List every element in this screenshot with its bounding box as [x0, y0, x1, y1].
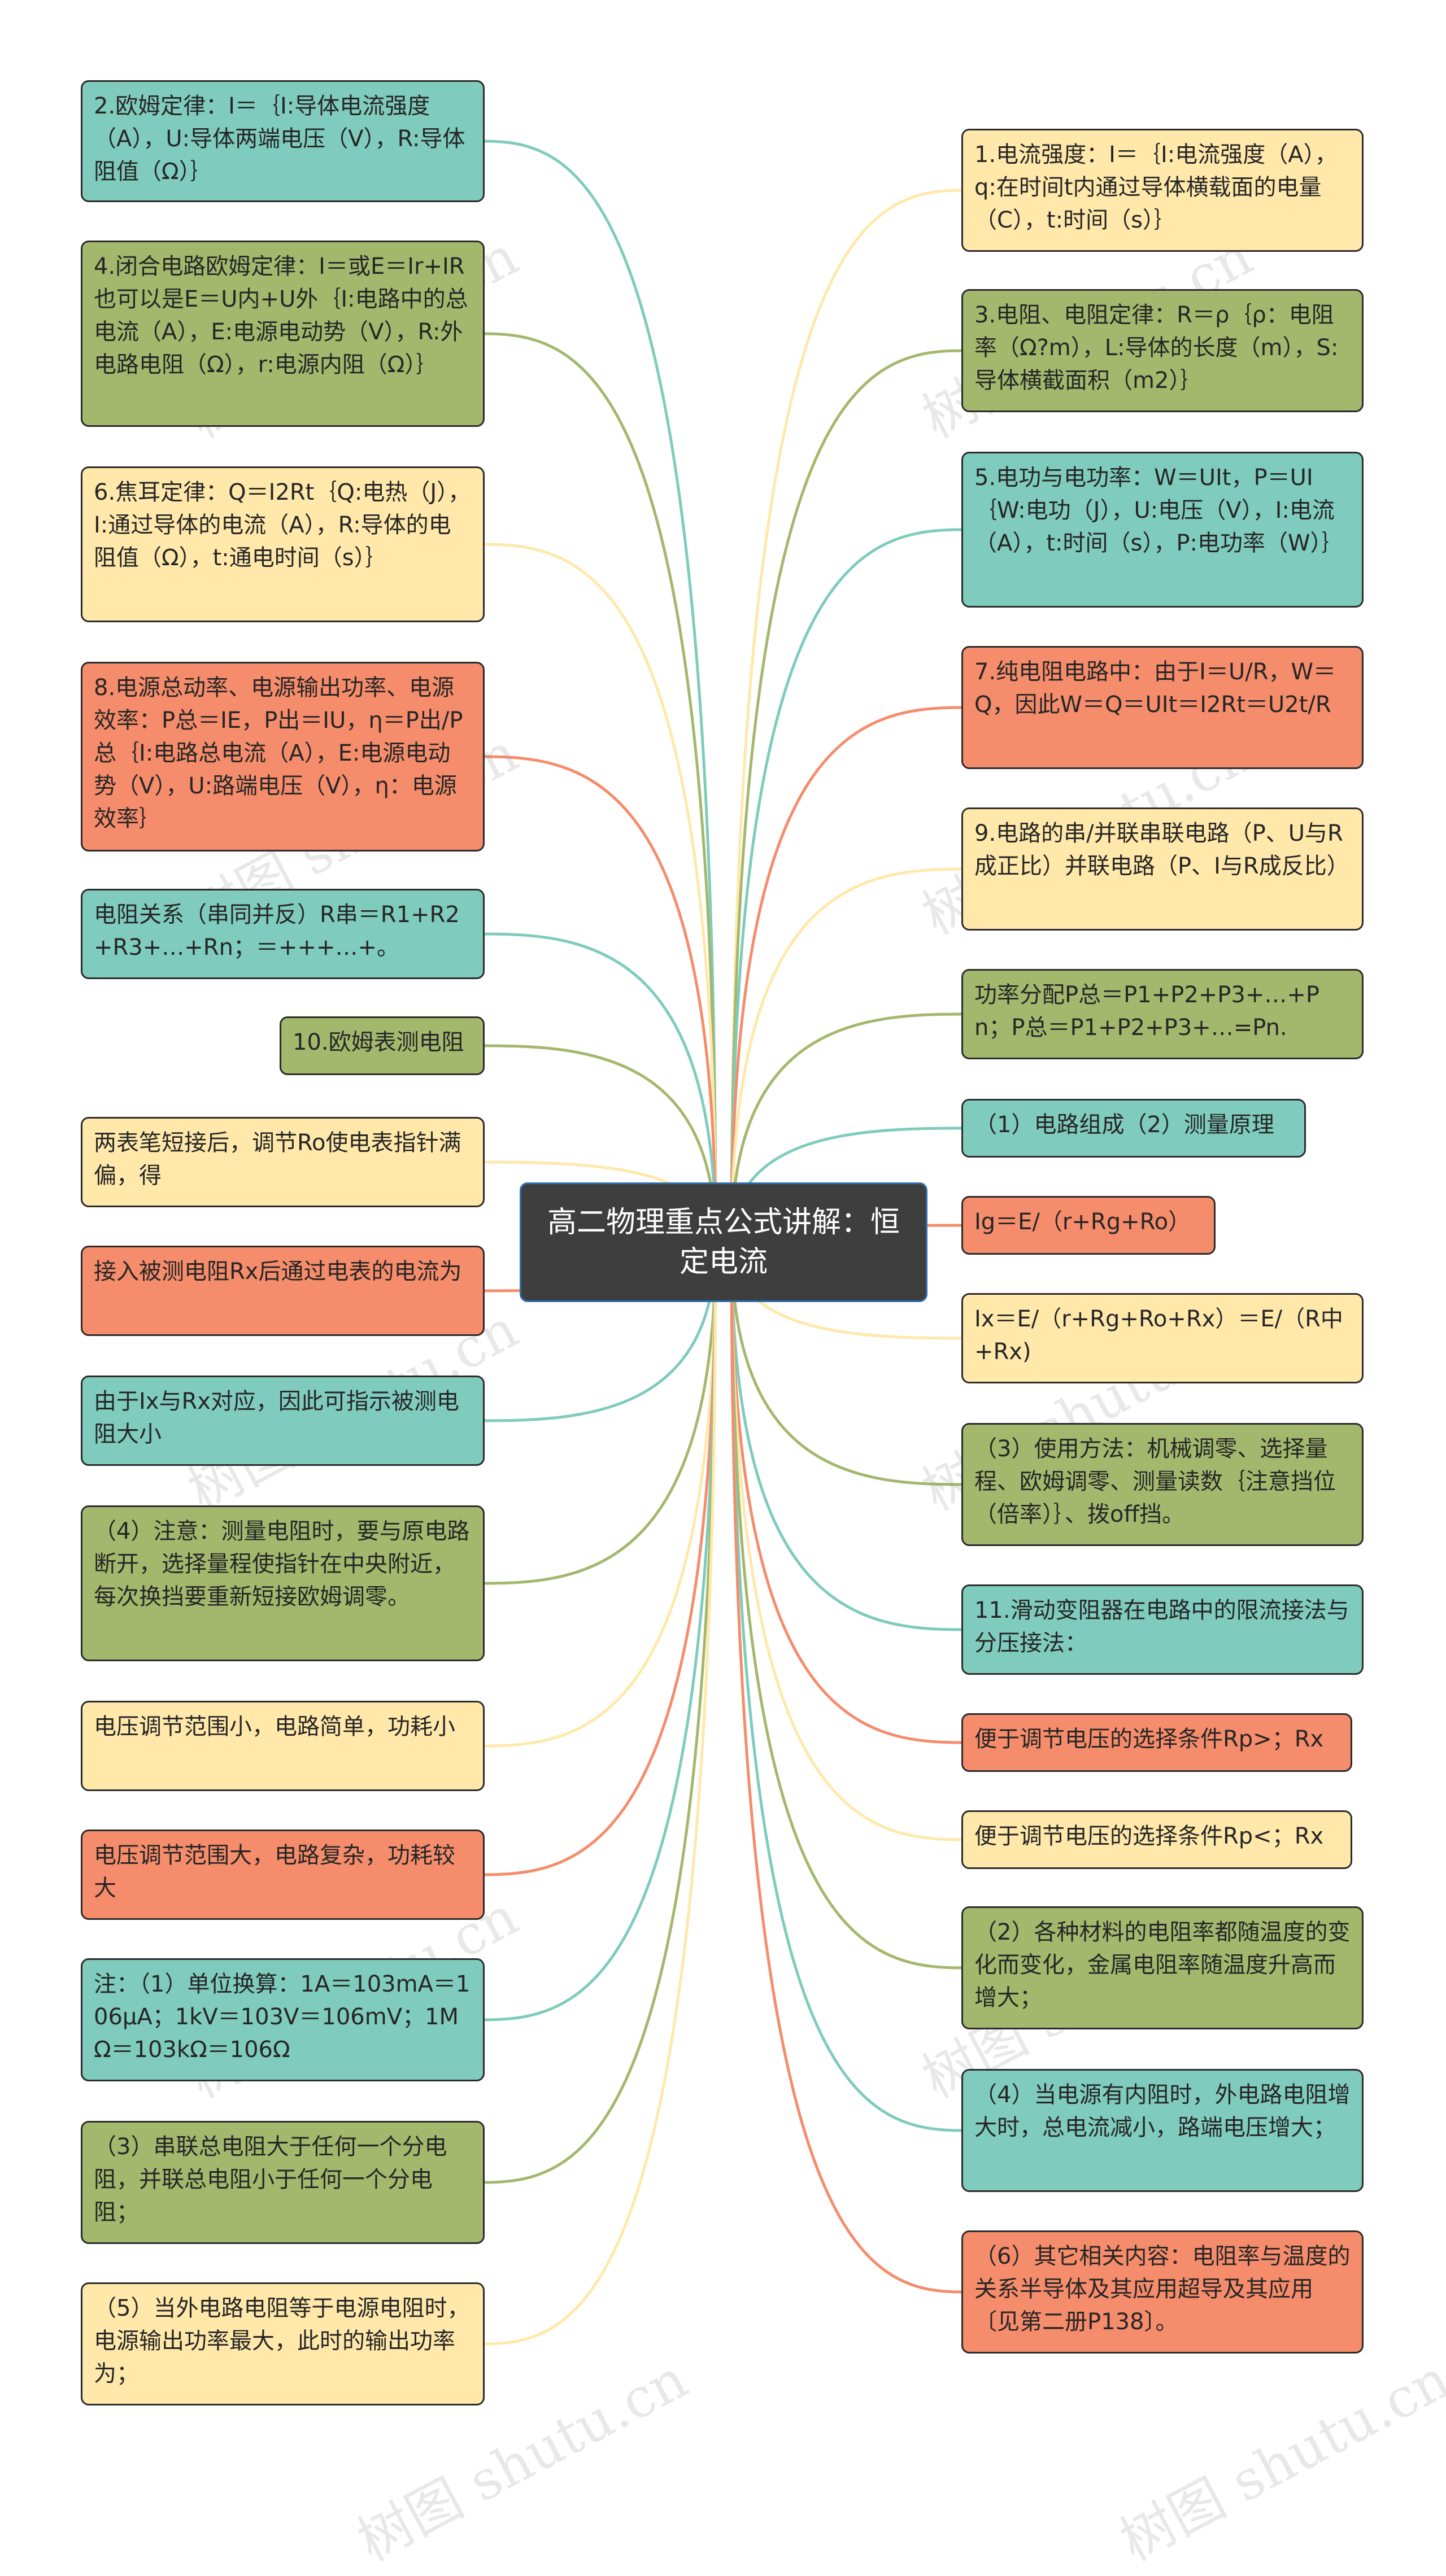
connector-line — [730, 706, 962, 1243]
right-node-pure-resistance[interactable]: 7.纯电阻电路中：由于I＝U/R，W＝Q，因此W＝Q＝UIt＝I2Rt＝U2t/… — [961, 646, 1364, 769]
left-node-ohms-law[interactable]: 2.欧姆定律：I＝｛I:导体电流强度（A），U:导体两端电压（V），R:导体阻值… — [81, 80, 485, 202]
mind-map: 树图 shutu.cn 树图 shutu.cn 树图 shutu.cn 树图 s… — [81, 80, 1446, 2573]
left-node-power-efficiency[interactable]: 8.电源总动率、电源输出功率、电源效率：P总＝IE，P出＝IU，η＝P出/P总｛… — [81, 662, 485, 852]
left-node-measured-current[interactable]: 接入被测电阻Rx后通过电表的电流为 — [81, 1246, 485, 1336]
right-node-circuit-composition[interactable]: （1）电路组成（2）测量原理 — [961, 1099, 1306, 1158]
left-node-ohmmeter[interactable]: 10.欧姆表测电阻 — [280, 1016, 485, 1075]
connector-line — [484, 1242, 717, 1585]
right-node-condition-less[interactable]: 便于调节电压的选择条件Rp<；Rx — [961, 1810, 1352, 1869]
connector-line — [484, 1242, 717, 1422]
left-node-unit-conversion[interactable]: 注：（1）单位换算：1A＝103mA＝106μA；1kV＝103V＝106mV；… — [81, 1958, 485, 2081]
right-node-electric-work-power[interactable]: 5.电功与电功率：W＝UIt，P＝UI｛W:电功（J），U:电压（V），I:电流… — [961, 452, 1364, 608]
right-node-ix-formula[interactable]: Ix＝E/（r+Rg+Ro+Rx）＝E/（R中+Rx) — [961, 1293, 1364, 1383]
connector-line — [730, 1012, 962, 1243]
connector-line — [730, 189, 962, 1243]
left-node-ohmmeter-notes[interactable]: （4）注意：测量电阻时，要与原电路断开，选择量程使指针在中央附近，每次换挡要重新… — [81, 1505, 485, 1661]
left-node-series-parallel[interactable]: （3）串联总电阻大于任何一个分电阻，并联总电阻小于任何一个分电阻； — [81, 2121, 485, 2244]
right-node-power-distribution[interactable]: 功率分配P总＝P1+P2+P3+…+Pn；P总＝P1+P2+P3+…=Pn. — [961, 969, 1364, 1059]
right-node-resistance-law[interactable]: 3.电阻、电阻定律：R＝ρ｛ρ：电阻率（Ω?m），L:导体的长度（m），S:导体… — [961, 289, 1364, 412]
right-node-resistivity-temperature[interactable]: （2）各种材料的电阻率都随温度的变化而变化，金属电阻率随温度升高而增大； — [961, 1906, 1364, 2029]
right-node-series-parallel-circuit[interactable]: 9.电路的串/并联串联电路（P、U与R成正比）并联电路（P、I与R成反比） — [961, 807, 1364, 931]
left-node-max-output-power[interactable]: （5）当外电路电阻等于电源电阻时，电源输出功率最大，此时的输出功率为； — [81, 2282, 485, 2405]
connector-line — [730, 867, 962, 1243]
right-node-condition-greater[interactable]: 便于调节电压的选择条件Rp>；Rx — [961, 1713, 1352, 1772]
connector-line — [730, 1242, 962, 1841]
connector-line — [730, 1242, 962, 1486]
central-topic[interactable]: 高二物理重点公式讲解：恒定电流 — [520, 1182, 927, 1302]
left-node-limiting-connection[interactable]: 电压调节范围小，电路简单，功耗小 — [81, 1701, 485, 1791]
connector-line — [484, 139, 717, 1243]
left-node-divider-connection[interactable]: 电压调节范围大，电路复杂，功耗较大 — [81, 1830, 485, 1920]
connector-line — [484, 932, 717, 1243]
right-node-internal-resistance[interactable]: （4）当电源有内阻时，外电路电阻增大时，总电流减小，路端电压增大； — [961, 2069, 1364, 2192]
right-node-rheostat-connections[interactable]: 11.滑动变阻器在电路中的限流接法与分压接法： — [961, 1584, 1364, 1675]
connector-line — [484, 1242, 717, 2021]
right-node-ig-formula[interactable]: Ig＝E/（r+Rg+Ro） — [961, 1196, 1216, 1255]
right-node-other-content[interactable]: （6）其它相关内容：电阻率与温度的关系半导体及其应用超导及其应用〔见第二册P13… — [961, 2230, 1364, 2354]
connector-line — [484, 1044, 717, 1243]
connector-line — [484, 1242, 717, 1876]
connector-line — [484, 543, 717, 1243]
left-node-short-probes[interactable]: 两表笔短接后，调节Ro使电表指针满偏，得 — [81, 1117, 485, 1207]
right-node-current-intensity[interactable]: 1.电流强度：I＝｛I:电流强度（A），q:在时间t内通过导体横载面的电量（C）… — [961, 129, 1364, 252]
connector-line — [730, 1242, 962, 2294]
left-node-resistance-relation[interactable]: 电阻关系（串同并反）R串＝R1+R2+R3+…+Rn；＝+++…+。 — [81, 889, 485, 979]
connector-line — [730, 528, 962, 1243]
left-node-joule-law[interactable]: 6.焦耳定律：Q＝I2Rt｛Q:电热（J），I:通过导体的电流（A），R:导体的… — [81, 466, 485, 622]
connector-line — [484, 1242, 717, 2184]
left-node-ix-rx[interactable]: 由于Ix与Rx对应，因此可指示被测电阻大小 — [81, 1376, 485, 1466]
connector-line — [730, 1242, 962, 2132]
connector-line — [484, 755, 717, 1243]
connector-line — [484, 1242, 717, 1748]
left-node-closed-circuit-ohms-law[interactable]: 4.闭合电路欧姆定律：I＝或E＝Ir+IR也可以是E＝U内+U外｛I:电路中的总… — [81, 241, 485, 427]
right-node-usage-method[interactable]: （3）使用方法：机械调零、选择量程、欧姆调零、测量读数｛注意挡位（倍率）｝、拨o… — [961, 1423, 1364, 1546]
connector-line — [730, 1242, 962, 1970]
connector-line — [730, 1242, 962, 1744]
connector-line — [730, 1242, 962, 1631]
connector-line — [484, 1242, 717, 2346]
connector-line — [484, 332, 717, 1243]
connector-line — [730, 349, 962, 1243]
